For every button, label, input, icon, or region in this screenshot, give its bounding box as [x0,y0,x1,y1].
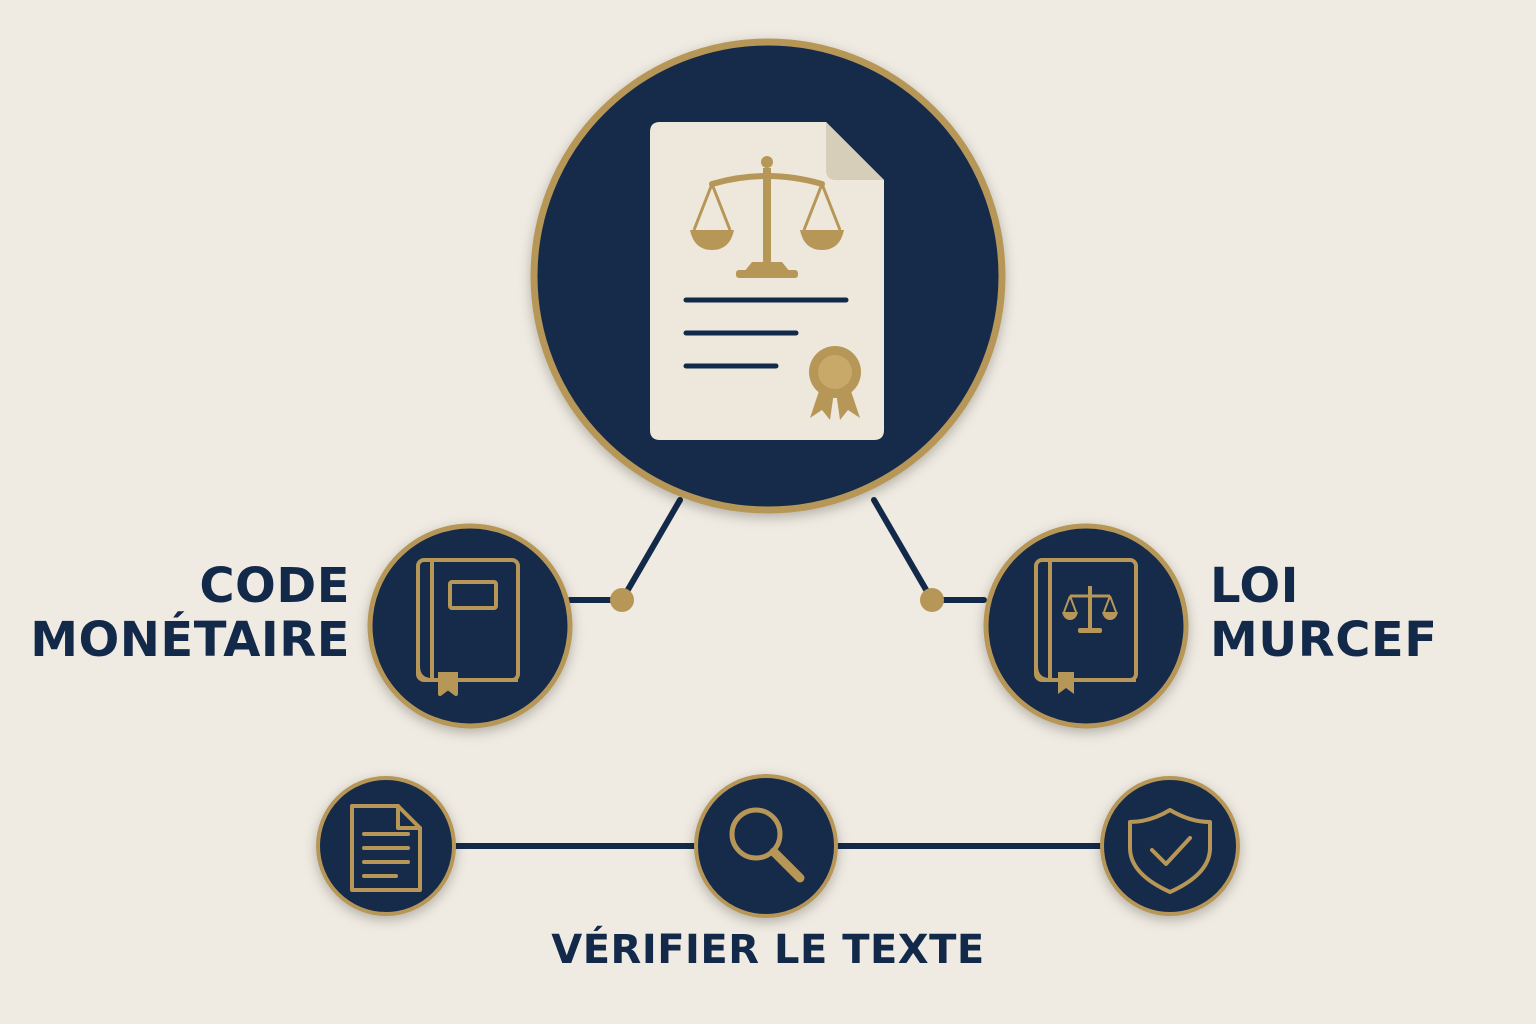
connector-center-to-left [567,497,683,603]
central-node [530,38,1006,514]
connector-center-to-right [871,497,987,603]
magnifier-icon [729,807,805,883]
code-monetaire-node [367,523,573,729]
connector-dot-left [610,588,634,612]
scales-icon [690,156,844,278]
document-icon [350,804,422,892]
loi-murcef-label: LOI MURCEF [1210,558,1438,668]
process-step-shield [1100,776,1240,916]
legal-document-icon [650,122,884,440]
shield-check-icon [1128,808,1212,894]
law-book-icon [1034,558,1138,694]
verifier-le-texte-label: VÉRIFIER LE TEXTE [551,927,985,973]
process-step-document [316,776,456,916]
code-monetaire-label-line2: MONÉTAIRE [30,611,350,668]
book-icon [416,558,520,696]
code-monetaire-label-line1: CODE [199,558,350,614]
connector-dot-right [920,588,944,612]
loi-murcef-label-line2: MURCEF [1210,611,1438,668]
loi-murcef-node [983,523,1189,729]
loi-murcef-label-line1: LOI [1210,558,1300,614]
code-monetaire-label: CODE MONÉTAIRE [30,558,350,668]
seal-icon [809,346,861,420]
small-scales-icon [1062,586,1118,633]
process-step-search [694,774,838,918]
